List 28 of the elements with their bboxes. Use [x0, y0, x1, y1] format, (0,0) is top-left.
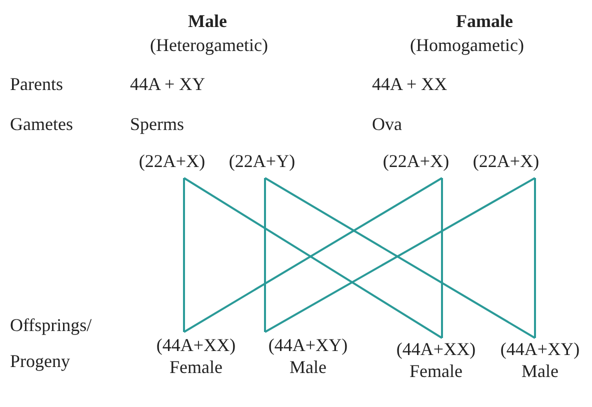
label-text: (Heterogametic): [150, 34, 268, 56]
label-text: 44A + XX: [372, 73, 448, 95]
sex-text: Female: [410, 360, 462, 382]
genotype-text: (44A+XX): [156, 334, 236, 356]
label-text: Male: [188, 10, 227, 32]
sex-text: Male: [522, 360, 558, 382]
genotype-text: (22A+X): [382, 150, 450, 172]
label-text: Famale: [456, 10, 513, 32]
connector-line: [441, 178, 443, 338]
genotype-text: (44A+XY): [268, 334, 348, 356]
sex-text: Female: [170, 356, 222, 378]
label-text: Ova: [372, 113, 402, 135]
label-text: Sperms: [130, 113, 184, 135]
connector-line: [534, 178, 536, 338]
genotype-text: (44A+XY): [500, 338, 580, 360]
sex-text: Male: [290, 356, 326, 378]
label-text: (Homogametic): [410, 34, 524, 56]
label-text: Parents: [10, 73, 63, 95]
genotype-text: (22A+Y): [228, 150, 296, 172]
genotype-text: (22A+X): [472, 150, 540, 172]
genotype-text: (44A+XX): [396, 338, 476, 360]
connector-line: [183, 178, 185, 332]
label-text: Progeny: [10, 350, 70, 372]
label-text: 44A + XY: [130, 73, 206, 95]
label-text: Offsprings/: [10, 314, 92, 336]
label-text: Gametes: [10, 113, 73, 135]
connector-line: [264, 178, 266, 332]
genotype-text: (22A+X): [138, 150, 206, 172]
